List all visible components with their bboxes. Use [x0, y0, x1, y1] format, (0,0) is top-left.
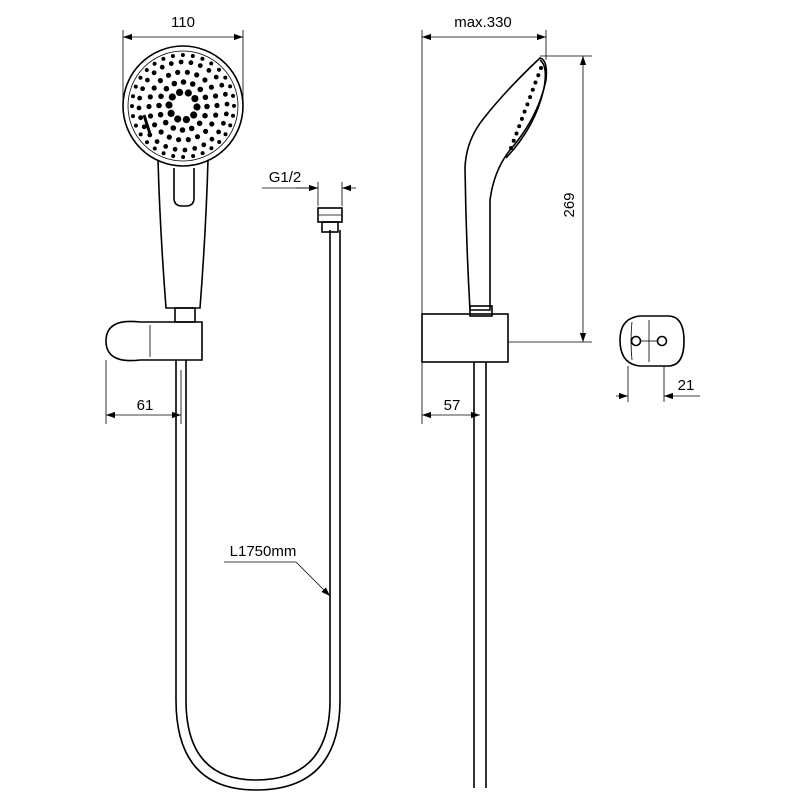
side-spray-face [505, 59, 547, 159]
wall-bracket-front [140, 321, 203, 361]
shower-hose [175, 230, 341, 791]
handle-outline [157, 159, 209, 309]
dim-thread: G1/2 [269, 169, 302, 186]
selector-button [173, 168, 195, 207]
mode-indicator [142, 114, 152, 135]
side-collar [469, 305, 493, 317]
dim-height: 269 [561, 192, 578, 217]
wall-bracket-side [421, 313, 509, 363]
bracket-knob [105, 320, 141, 362]
mounting-hole-right [656, 335, 668, 347]
dim-max-length: max.330 [454, 14, 512, 31]
side-view-hand-shower [421, 57, 548, 788]
dimension-lines [105, 30, 700, 597]
handle-collar [174, 307, 196, 323]
bracket-detail-outline [619, 315, 685, 367]
dim-front-offset: 61 [137, 397, 154, 414]
mounting-hole-left [630, 335, 642, 347]
shower-head-outline [122, 45, 244, 167]
spray-face [127, 50, 239, 162]
dim-side-offset: 57 [444, 397, 461, 414]
side-head-outline [464, 57, 548, 311]
shower-hose-inner [185, 230, 331, 781]
dim-hose-length: L1750mm [230, 543, 297, 560]
dim-bracket-depth: 21 [678, 377, 695, 394]
side-spray-nozzles [509, 66, 543, 150]
bracket-detail-view [619, 315, 685, 367]
spray-nozzle-dots [130, 53, 236, 159]
front-view-hand-shower [105, 45, 343, 791]
dim-head-width: 110 [171, 14, 195, 31]
